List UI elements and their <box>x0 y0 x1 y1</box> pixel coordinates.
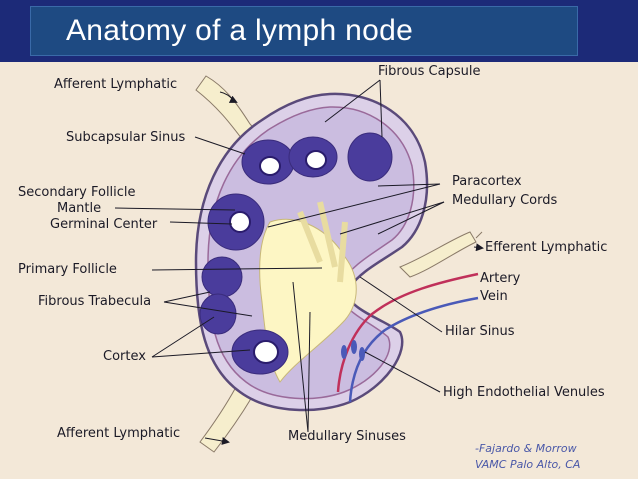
follicles <box>199 132 393 375</box>
slide-title: Anatomy of a lymph node <box>66 14 414 47</box>
label-subcapsular-sinus: Subcapsular Sinus <box>66 130 186 145</box>
medullary-cords-streaks <box>297 201 348 283</box>
credit-authors: -Fajardo & Morrow <box>475 442 577 455</box>
label-afferent-lymphatic-bottom: Afferent Lymphatic <box>57 426 181 441</box>
label-fibrous-trabecula: Fibrous Trabecula <box>38 294 152 309</box>
high-endothelial-venules <box>341 340 365 361</box>
label-germinal-center: Germinal Center <box>50 217 158 232</box>
efferent-lymphatic-vessel <box>399 231 477 278</box>
diagram-panel: Afferent Lymphatic Fibrous Capsule Subca… <box>0 62 638 479</box>
label-paracortex: Paracortex <box>452 174 522 189</box>
credit-institution: VAMC Palo Alto, CA <box>475 458 581 471</box>
label-cortex: Cortex <box>103 349 146 364</box>
artery-vessel <box>336 272 479 393</box>
efferent-tip <box>475 231 483 239</box>
label-primary-follicle: Primary Follicle <box>18 262 117 277</box>
label-medullary-cords: Medullary Cords <box>452 193 558 208</box>
vein-vessel <box>348 296 479 403</box>
label-vein: Vein <box>480 289 508 304</box>
label-fibrous-capsule: Fibrous Capsule <box>378 64 481 79</box>
afferent-lymphatic-bottom-vessel <box>199 386 253 453</box>
label-high-endothelial-venules: High Endothelial Venules <box>443 385 605 400</box>
leader-lines <box>114 79 484 445</box>
label-afferent-lymphatic-top: Afferent Lymphatic <box>54 77 178 92</box>
label-efferent-lymphatic: Efferent Lymphatic <box>485 240 608 255</box>
label-medullary-sinuses: Medullary Sinuses <box>288 429 406 444</box>
label-artery: Artery <box>480 271 521 286</box>
germinal-centers <box>229 150 327 364</box>
label-mantle: Mantle <box>57 201 102 216</box>
label-hilar-sinus: Hilar Sinus <box>445 324 515 339</box>
title-box <box>30 6 578 56</box>
lymph-node-illustration <box>114 75 484 453</box>
title-bar: Anatomy of a lymph node <box>0 0 638 62</box>
label-secondary-follicle: Secondary Follicle <box>18 185 136 200</box>
